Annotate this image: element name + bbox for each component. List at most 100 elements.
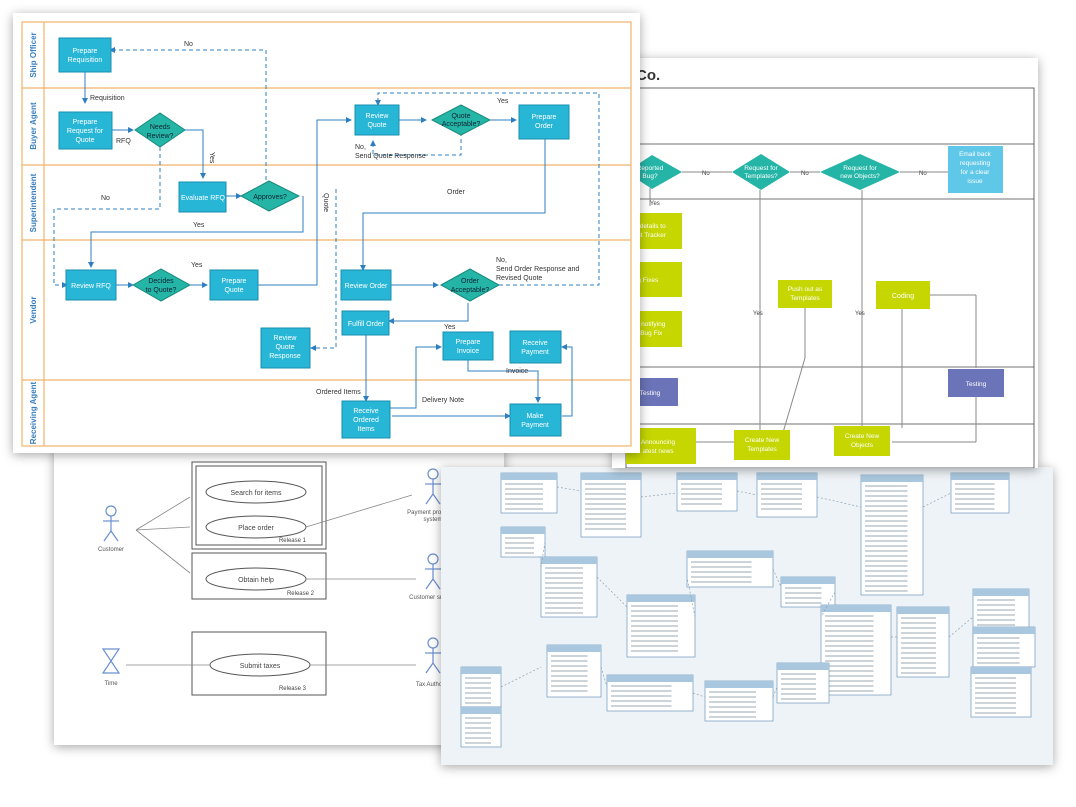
edge-quote: Quote	[322, 193, 329, 212]
release-1-label: Release 1	[279, 538, 307, 544]
swimlane-process-nodes	[58, 37, 570, 439]
add-details-label-2: est Tracker	[634, 232, 667, 239]
bug-fixes-label: ug Fixes	[634, 277, 659, 284]
add-details-label-1: d details to	[634, 223, 666, 230]
er-relationship-line	[772, 568, 782, 588]
edge-order: Order	[447, 189, 466, 196]
swimlane-decision-nodes	[131, 104, 501, 302]
edge-ordered-items: Ordered Items	[316, 389, 361, 396]
use-case-obtain-help-label: Obtain help	[238, 577, 274, 584]
er-table	[606, 674, 694, 712]
create-templates-label-1: Create New	[745, 437, 780, 444]
edge-rfq: RFQ	[116, 138, 131, 145]
prepare-quote-node	[209, 269, 259, 301]
prepare-invoice-node	[442, 331, 494, 361]
swimlane-connectors	[82, 72, 573, 419]
decides-to-quote-label-2: to Quote?	[146, 287, 177, 294]
edge-no-send-quote-1: No,	[355, 144, 366, 151]
coding-label: Coding	[892, 293, 914, 300]
email-back-label-1: Email back	[959, 151, 992, 158]
er-relationship-line	[736, 490, 758, 496]
er-relationship-line	[772, 686, 778, 698]
edge-invoice: Invoice	[506, 368, 528, 375]
review-quote-response-label-2: Quote	[275, 344, 294, 351]
bug-flow-connectors	[649, 171, 977, 443]
create-objects-label-2: Objects	[851, 442, 874, 449]
bug-flow-no-2: No	[801, 171, 809, 177]
edge-yes-review: Yes	[208, 152, 215, 164]
receive-payment-label-2: Payment	[521, 349, 549, 356]
er-table	[970, 666, 1032, 718]
er-table	[540, 556, 598, 618]
er-table	[460, 706, 502, 748]
review-order-label: Review Order	[345, 283, 388, 290]
needs-review-decision	[134, 112, 186, 148]
bug-flow-sheet: Co. No No No Yes Yes	[612, 58, 1038, 469]
approves-decision	[239, 180, 301, 212]
er-relationship-line	[922, 492, 952, 508]
make-payment-node	[509, 403, 562, 437]
make-payment-label-2: Payment	[521, 422, 549, 429]
prepare-order-label-1: Prepare	[532, 114, 557, 121]
review-rfq-label: Review RFQ	[71, 283, 111, 290]
customer-actor-icon	[103, 505, 119, 542]
er-relationship-line	[692, 692, 706, 698]
order-acceptable-label-2: Acceptable?	[451, 287, 490, 294]
swimlane-node-texts: Prepare Requisition Prepare Request for …	[67, 48, 557, 433]
prepare-quote-label-1: Prepare	[222, 278, 247, 285]
swimlane-lanes	[21, 21, 632, 447]
er-relationship-line	[820, 591, 836, 618]
reported-bug-decision	[626, 155, 682, 189]
release-3-label: Release 3	[279, 686, 307, 692]
edge-yes-approves: Yes	[193, 222, 205, 229]
create-templates-label-2: Templates	[747, 446, 777, 453]
er-relationship-line	[540, 541, 546, 568]
email-back-label-4: issue	[967, 178, 983, 185]
release-2-box	[191, 552, 327, 600]
quote-acceptable-label-1: Quote	[451, 113, 470, 120]
lane-receiving-agent: Receiving Agent	[29, 381, 38, 444]
make-payment-label-1: Make	[526, 413, 543, 420]
er-relationship-line	[948, 616, 974, 638]
request-templates-label-2: Templates?	[744, 173, 778, 180]
push-templates-label-2: Templates	[790, 295, 820, 302]
er-table	[776, 662, 830, 704]
lane-superintendent: Superintendent	[29, 173, 38, 232]
reported-bug-label-1: Reported	[637, 165, 664, 172]
testing-left-label: Testing	[640, 390, 661, 397]
request-templates-decision	[732, 154, 790, 190]
announcing-label-2: atest news	[642, 448, 674, 455]
bug-flow-lanes	[625, 87, 1035, 469]
er-relationship-line	[640, 492, 678, 498]
use-case-submit-taxes-label: Submit taxes	[240, 663, 281, 670]
edge-yes-quote: Yes	[497, 98, 509, 105]
prepare-quote-label-2: Quote	[224, 287, 243, 294]
customer-support-label: Customer support	[409, 595, 457, 601]
evaluate-rfq-node	[178, 181, 227, 213]
edge-no-left: No	[101, 195, 110, 202]
edge-no-send-order-1: No,	[496, 257, 507, 264]
request-objects-label-1: Request for	[843, 165, 877, 172]
er-table	[580, 472, 642, 538]
bug-flow-diagram: Co. No No No Yes Yes	[625, 67, 1035, 469]
request-templates-label-1: Request for	[744, 165, 778, 172]
er-table	[686, 550, 774, 588]
post-notifying-label-1: ost notifying	[631, 321, 666, 328]
receive-payment-label-1: Receive	[522, 340, 547, 347]
er-table	[704, 680, 774, 722]
release-1-box	[191, 461, 327, 550]
swimlane-diagram: Ship Officer Buyer Agent Superintendent …	[21, 21, 632, 447]
edge-delivery-note: Delivery Note	[422, 397, 464, 404]
use-case-associations	[126, 494, 416, 666]
er-table	[860, 474, 924, 596]
review-quote-label-1: Review	[366, 113, 390, 120]
er-table	[896, 606, 950, 678]
prepare-requisition-label-2: Requisition	[68, 57, 103, 64]
tax-authority-label: Tax Authority	[416, 682, 450, 688]
use-case-diagram-sheet: Search for items Place order Release 1 O…	[54, 445, 504, 745]
bug-flow-yes-1: Yes	[753, 311, 763, 317]
fulfill-order-label: Fulfill Order	[348, 321, 385, 328]
er-relationship-line	[556, 486, 582, 492]
er-diagram-sheet	[441, 467, 1053, 765]
order-acceptable-label-1: Order	[461, 278, 480, 285]
